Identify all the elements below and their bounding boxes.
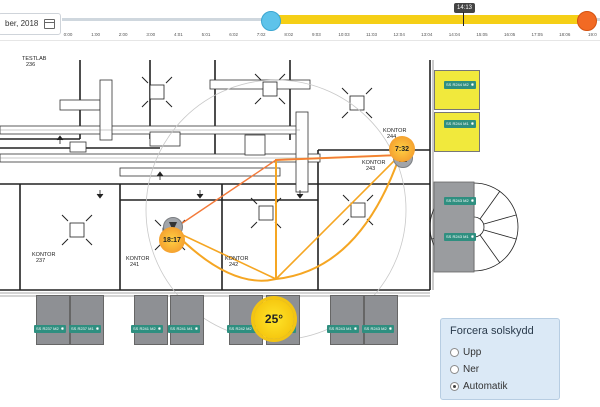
- time-tick: 14:04: [448, 32, 461, 37]
- range-end-handle[interactable]: [577, 11, 597, 31]
- time-tick: 7:02: [256, 32, 266, 37]
- room-name: KONTOR: [225, 256, 249, 262]
- floor-plan: TESTLAB 236 KONTOR 244 KONTOR 243 KONTOR…: [0, 40, 600, 407]
- option-automatic[interactable]: Automatik: [450, 381, 507, 392]
- time-tick: 13:04: [421, 32, 433, 37]
- time-tick: 0:00: [63, 32, 73, 37]
- option-down[interactable]: Ner: [450, 364, 479, 375]
- panel-title: Forcera solskydd: [450, 325, 534, 337]
- room-kontor-241: KONTOR 241: [126, 256, 149, 268]
- time-tick: 2:00: [118, 32, 128, 37]
- sun-elevation-icon[interactable]: 25°: [254, 299, 294, 339]
- room-name: KONTOR: [383, 128, 407, 134]
- date-picker[interactable]: ber, 2018: [0, 13, 62, 35]
- current-time-marker[interactable]: [463, 12, 464, 26]
- time-tick: 18:06: [559, 32, 571, 37]
- time-tick: 8:02: [284, 32, 294, 37]
- sunrise-marker[interactable]: 7:32: [389, 136, 415, 162]
- blind-r243-m1[interactable]: [330, 295, 364, 345]
- room-name: KONTOR: [126, 256, 150, 262]
- range-start-handle[interactable]: [261, 11, 281, 31]
- time-tick: 16:05: [503, 32, 516, 37]
- tag-r243-m2-bottom[interactable]: SS R243 M2: [362, 325, 395, 333]
- blind-r243-m2-bottom[interactable]: [364, 295, 398, 345]
- calendar-icon[interactable]: [44, 19, 56, 29]
- radio-automatic[interactable]: [450, 382, 459, 391]
- floor-plan-drawing: [0, 60, 519, 341]
- time-tick: 10:03: [338, 32, 350, 37]
- room-number: 236: [26, 62, 36, 68]
- room-kontor-237: KONTOR 237: [32, 252, 55, 264]
- time-tick: 5:01: [201, 32, 211, 37]
- timeline-track-before[interactable]: [62, 18, 267, 21]
- timeline-bar: ber, 2018 14:13 0:00 1:00 2:00 3:00 4:01 5:01…: [0, 0, 600, 41]
- time-tick: 6:02: [229, 32, 238, 37]
- tag-r243-m2[interactable]: SS R243 M2: [444, 197, 477, 205]
- room-kontor-242: KONTOR 242: [225, 256, 248, 268]
- room-name: TESTLAB: [22, 56, 47, 62]
- option-up[interactable]: Upp: [450, 347, 481, 358]
- tag-r237-m1[interactable]: SS R237 M1: [69, 325, 102, 333]
- time-tick: 11:03: [366, 32, 378, 37]
- room-name: KONTOR: [32, 252, 56, 258]
- date-value: ber, 2018: [5, 19, 39, 28]
- room-number: 241: [130, 262, 140, 268]
- time-tick: 3:00: [146, 32, 156, 37]
- time-tick: 9:03: [312, 32, 321, 37]
- timeline-selected-range[interactable]: [270, 15, 585, 24]
- blind-r241-m1[interactable]: [170, 295, 204, 345]
- tag-r244-m1[interactable]: SS R244 M1: [444, 120, 477, 128]
- room-number: 243: [366, 166, 376, 172]
- room-number: 244: [387, 134, 397, 140]
- current-time-flag: 14:13: [454, 3, 476, 13]
- force-sunshade-panel: Forcera solskydd Upp Ner Automatik: [440, 318, 560, 400]
- tag-r241-m1[interactable]: SS R241 M1: [168, 325, 201, 333]
- tag-r242-m2[interactable]: SS R242 M2: [227, 325, 260, 333]
- radio-down[interactable]: [450, 365, 459, 374]
- time-tick: 17:05: [531, 32, 543, 37]
- blind-r237-m1[interactable]: [70, 295, 104, 345]
- room-kontor-244: KONTOR 244: [383, 128, 406, 140]
- sunset-marker[interactable]: 18:17: [159, 227, 185, 253]
- room-number: 242: [229, 262, 239, 268]
- blind-r244-m1[interactable]: [434, 112, 480, 152]
- room-number: 237: [36, 258, 46, 264]
- blind-r237-m2[interactable]: [36, 295, 70, 345]
- time-tick: 4:01: [174, 32, 183, 37]
- tag-r243-m1[interactable]: SS R243 M1: [444, 233, 477, 241]
- tag-r241-m2[interactable]: SS R241 M2: [131, 325, 164, 333]
- blind-r241-m2[interactable]: [134, 295, 168, 345]
- tag-r244-m2[interactable]: SS R244 M2: [444, 81, 477, 89]
- time-tick: 12:04: [393, 32, 405, 37]
- room-testlab: TESTLAB 236: [22, 56, 46, 68]
- tag-r237-m2[interactable]: SS R237 M2: [34, 325, 67, 333]
- option-label: Ner: [463, 364, 480, 375]
- radio-up[interactable]: [450, 348, 459, 357]
- time-tick: 1:00: [91, 32, 100, 37]
- option-label: Automatik: [463, 381, 508, 392]
- time-tick: 15:05: [476, 32, 488, 37]
- blind-r244-m2[interactable]: [434, 70, 480, 110]
- time-tick: 19:0: [588, 32, 597, 37]
- option-label: Upp: [463, 347, 482, 358]
- room-name: KONTOR: [362, 160, 386, 166]
- room-kontor-243: KONTOR 243: [362, 160, 385, 172]
- tag-r243-m1-bottom[interactable]: SS R243 M1: [327, 325, 360, 333]
